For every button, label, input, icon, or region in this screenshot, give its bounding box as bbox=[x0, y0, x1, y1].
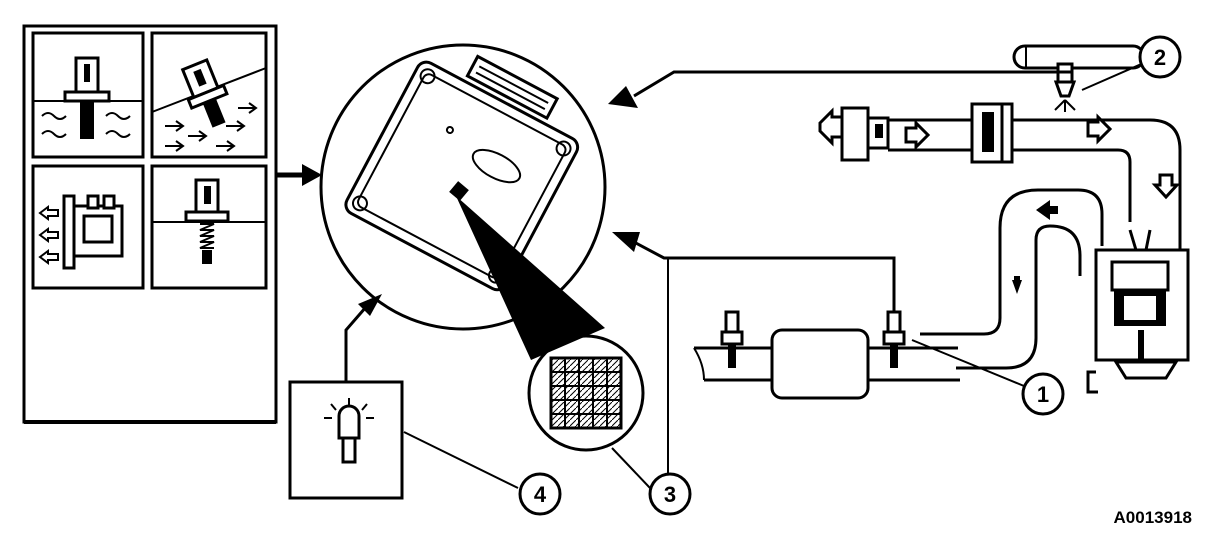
svg-text:3: 3 bbox=[664, 482, 676, 507]
position-sensor-icon bbox=[150, 164, 268, 290]
svg-text:1: 1 bbox=[1037, 382, 1049, 407]
lamp-signal-line bbox=[344, 294, 382, 382]
oxygen-sensor-upstream bbox=[720, 310, 744, 368]
leader-lines bbox=[403, 61, 1147, 489]
oxygen-sensor-downstream bbox=[882, 310, 906, 368]
figure-reference: A0013918 bbox=[1114, 508, 1192, 527]
warning-lamp bbox=[288, 380, 404, 500]
temperature-sensor-icon bbox=[31, 31, 145, 159]
injector-signal-line bbox=[608, 70, 1072, 108]
pressure-sensor-icon bbox=[150, 31, 268, 159]
svg-text:4: 4 bbox=[534, 482, 547, 507]
zoom-cone bbox=[456, 196, 605, 360]
airflow-sensor-icon bbox=[31, 164, 145, 290]
engine-system bbox=[693, 44, 1190, 400]
control-module bbox=[319, 43, 607, 331]
sensor-signal-line bbox=[612, 232, 896, 312]
sensor-inputs-panel bbox=[22, 24, 278, 424]
callout-4: 4 bbox=[518, 472, 562, 516]
memory-chip bbox=[527, 334, 645, 452]
callout-2: 2 bbox=[1138, 35, 1182, 79]
callout-1: 1 bbox=[1021, 372, 1065, 416]
input-signal-arrow bbox=[277, 164, 322, 186]
callout-3: 3 bbox=[648, 472, 692, 516]
svg-text:2: 2 bbox=[1154, 45, 1166, 70]
